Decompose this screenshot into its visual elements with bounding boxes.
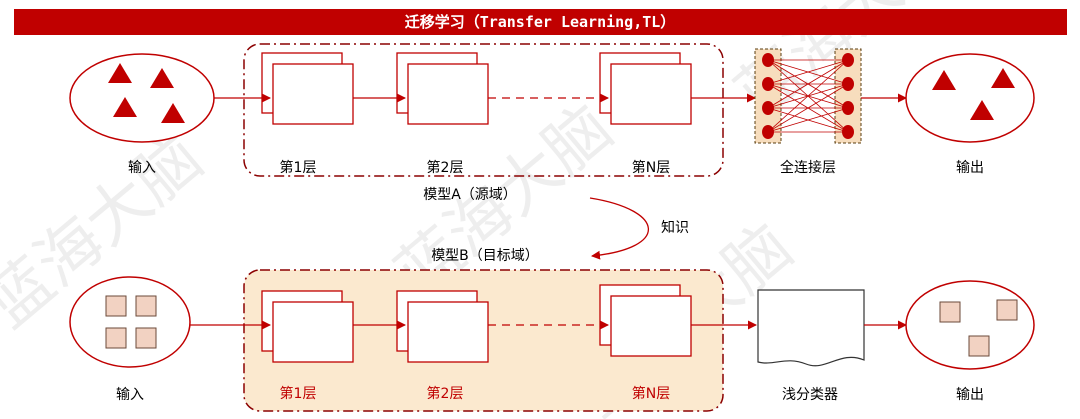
square-icon (996, 299, 1018, 321)
model-b-layer-2-label: 第2层 (427, 385, 464, 402)
model-b-caption: 模型B（目标域） (431, 248, 539, 264)
square-icon (135, 295, 157, 317)
model-a-layer-1-label: 第1层 (280, 159, 317, 176)
model-a-caption: 模型A（源域） (423, 187, 517, 203)
model-b-input (69, 276, 191, 368)
model-a-layers-group (243, 43, 724, 177)
model-a-output-label: 输出 (956, 160, 984, 176)
fc-node (762, 125, 774, 139)
classifier-label: 浅分类器 (782, 387, 838, 403)
square-icon (968, 335, 990, 357)
model-a-layer-2-front (407, 63, 489, 125)
square-icon (939, 301, 961, 323)
model-a-layer-2-label: 第2层 (427, 159, 464, 176)
square-icon (105, 327, 127, 349)
diagram-title: 迁移学习（Transfer Learning,TL） (405, 13, 676, 31)
model-b-output-label: 输出 (956, 387, 984, 403)
triangle-icon (150, 68, 174, 88)
fc-node (762, 101, 774, 115)
triangle-icon (970, 100, 994, 120)
fc-nodes (762, 53, 854, 139)
fc-connections (767, 59, 849, 133)
triangle-icon (932, 70, 956, 90)
model-a-input-label: 输入 (128, 160, 156, 176)
model-a-layer-n-label: 第N层 (632, 159, 670, 176)
model-b-layer-2-front (407, 301, 489, 363)
square-icon (105, 295, 127, 317)
model-b-layer-n-front (610, 295, 692, 357)
fc-node (842, 101, 854, 115)
model-a-output (905, 53, 1035, 143)
model-b-layer-n-label: 第N层 (632, 385, 670, 402)
title-bar (14, 9, 1067, 35)
model-a-input (69, 53, 215, 143)
model-b: 模型B（目标域） 输入 第1层 第2层 第N层 浅分类器 (69, 248, 1035, 412)
fc-label: 全连接层 (780, 159, 836, 176)
model-b-input-label: 输入 (116, 387, 144, 403)
model-a: 输入 第1层 第2层 第N层 (69, 43, 1035, 203)
model-b-layer-1-front (272, 301, 354, 363)
fc-node (762, 53, 774, 67)
fc-node (842, 125, 854, 139)
triangle-icon (113, 97, 137, 117)
fc-node (842, 53, 854, 67)
triangle-icon (161, 103, 185, 123)
fc-node (762, 77, 774, 91)
shallow-classifier (757, 289, 865, 367)
fc-node (842, 77, 854, 91)
fully-connected-layer (754, 48, 862, 144)
triangle-icon (991, 68, 1015, 88)
model-b-layer-1-label: 第1层 (280, 385, 317, 402)
model-a-layer-n-front (610, 63, 692, 125)
triangle-icon (108, 63, 132, 83)
knowledge-label: 知识 (661, 219, 689, 236)
knowledge-transfer-arrow (589, 197, 650, 260)
model-a-layer-1-front (272, 63, 354, 125)
square-icon (135, 327, 157, 349)
